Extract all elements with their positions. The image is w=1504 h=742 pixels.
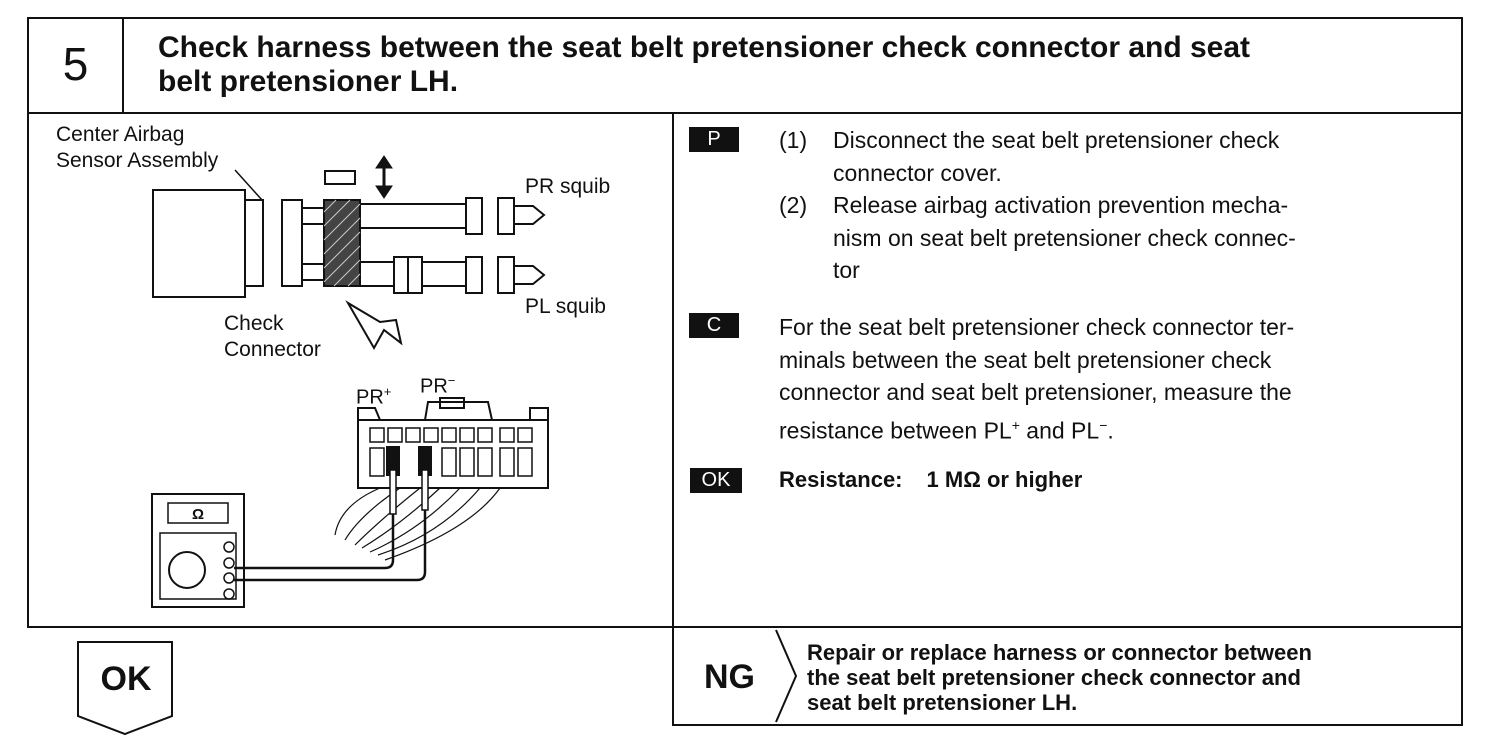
pr-squib-label: PR squib	[525, 175, 611, 198]
airbag-sensor-box	[152, 189, 246, 298]
pl-squib-label: PL squib	[525, 295, 606, 318]
resistance-spec: Resistance:1 MΩ or higher	[779, 467, 1083, 492]
check-connector-label: Check Connector	[224, 312, 321, 361]
sensor-label: Center Airbag Sensor Assembly	[56, 123, 219, 172]
ng-result-box	[672, 626, 1463, 726]
step-number: 5	[62, 38, 89, 90]
ok-result-label: OK	[100, 660, 152, 698]
probe-lead-2	[234, 476, 427, 582]
ok-badge: OK	[690, 468, 742, 493]
ng-result-text: Repair or replace harness or connector b…	[807, 640, 1312, 715]
ohm-symbol: Ω	[192, 506, 204, 523]
pr-plus-label: PR+	[356, 384, 392, 409]
connector-face	[357, 419, 549, 489]
c-badge: C	[689, 313, 739, 338]
step-number-divider	[122, 17, 124, 114]
ok-result-shape	[77, 641, 173, 736]
wiring-diagram: Ω	[151, 155, 549, 608]
pointer-arrow-icon	[345, 300, 403, 351]
up-down-arrow-icon	[375, 155, 393, 199]
sensor-connector	[244, 199, 264, 287]
check-connector-body	[281, 199, 303, 287]
column-divider	[672, 112, 674, 726]
step-title: Check harness between the seat belt pret…	[158, 31, 1448, 99]
pr-minus-label: PR−	[420, 373, 456, 398]
ohm-display	[167, 502, 229, 524]
step-title-line1: Check harness between the seat belt pret…	[158, 31, 1251, 64]
ng-chevron-icon	[775, 629, 798, 723]
ng-result-label: NG	[704, 658, 755, 696]
ohmmeter-dial	[168, 551, 206, 589]
procedure-c-text: For the seat belt pretensioner check con…	[779, 314, 1295, 444]
ohmmeter	[151, 493, 245, 608]
procedure-p-text: (1)Disconnect the seat belt pretensioner…	[779, 127, 1296, 283]
probe-lead-1	[234, 476, 395, 570]
p-badge: P	[689, 127, 739, 152]
step-title-line2: belt pretensioner LH.	[158, 65, 459, 98]
hatched-clip	[323, 199, 361, 287]
